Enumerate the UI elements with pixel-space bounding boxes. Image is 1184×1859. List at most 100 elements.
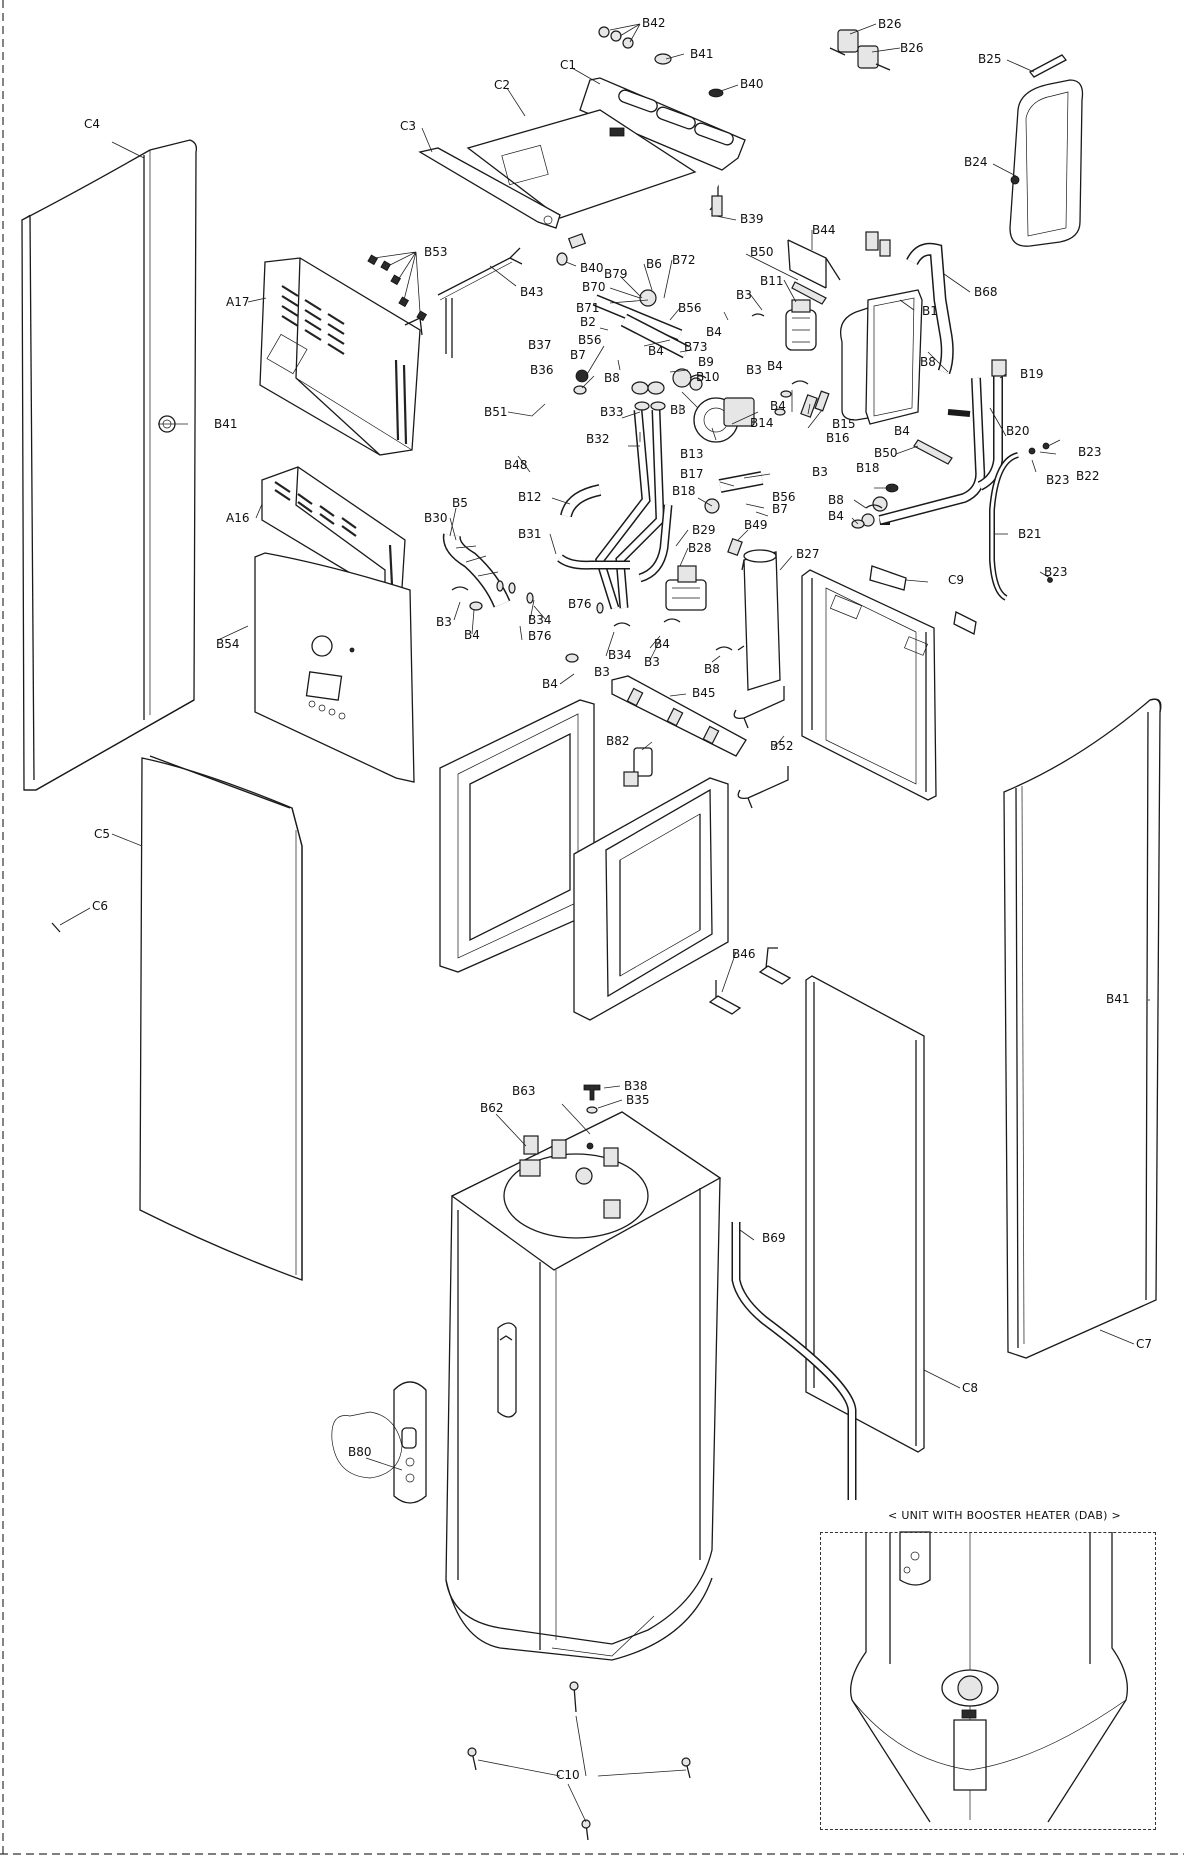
label-b3: B3 (644, 655, 660, 669)
label-c2: C2 (494, 78, 511, 92)
pipe-b31 (557, 554, 630, 570)
fitting-b17 (704, 471, 899, 527)
label-b4: B4 (894, 424, 910, 438)
label-a17: A17 (226, 295, 250, 309)
label-c10: C10 (556, 1768, 580, 1782)
label-b49: B49 (744, 518, 768, 532)
label-b3: B3 (436, 615, 452, 629)
label-b23: B23 (1044, 565, 1068, 579)
manifold-b45 (611, 675, 747, 757)
label-b53: B53 (424, 245, 448, 259)
label-b29: B29 (692, 523, 716, 537)
label-b56: B56 (678, 301, 702, 315)
label-b11: B11 (760, 274, 784, 288)
leader-lines (59, 23, 1150, 1823)
bracket-b43 (437, 247, 523, 358)
label-b20: B20 (1006, 424, 1030, 438)
label-b76: B76 (568, 597, 592, 611)
label-b4: B4 (542, 677, 558, 691)
label-b21: B21 (1018, 527, 1042, 541)
label-b71: B71 (576, 301, 600, 315)
label-b56: B56 (772, 490, 796, 504)
valve-assembly-center (573, 289, 703, 395)
label-b8: B8 (920, 355, 936, 369)
label-b30: B30 (424, 511, 448, 525)
label-b23: B23 (1046, 473, 1070, 487)
label-b17: B17 (680, 467, 704, 481)
label-b4: B4 (648, 344, 664, 358)
screw-c6 (51, 922, 61, 933)
label-b34: B34 (608, 648, 632, 662)
front-panel-b54 (254, 552, 415, 783)
label-b79: B79 (604, 267, 628, 281)
label-b23: B23 (1078, 445, 1102, 459)
inset-frame (820, 1532, 1156, 1830)
label-b19: B19 (1020, 367, 1044, 381)
label-b27: B27 (796, 547, 820, 561)
label-b1: B1 (922, 304, 938, 318)
label-b34: B34 (528, 613, 552, 627)
clips-b53 (367, 254, 428, 322)
tank-body (445, 1111, 722, 1661)
label-b6: B6 (646, 257, 662, 271)
expansion-vessel-b24 (1009, 79, 1084, 247)
label-b69: B69 (762, 1231, 786, 1245)
label-c6: C6 (92, 899, 109, 913)
side-panel-c4 (21, 139, 198, 791)
part-b41-top (654, 53, 672, 65)
clips-c9 (869, 565, 977, 635)
label-b38: B38 (624, 1079, 648, 1093)
inset-booster-heater (849, 1531, 1129, 1823)
frame-front (439, 699, 595, 973)
front-panel-c5 (139, 755, 303, 1281)
label-b3: B3 (594, 665, 610, 679)
label-b25: B25 (978, 52, 1002, 66)
label-c9: C9 (948, 573, 965, 587)
side-panel-c7 (1003, 698, 1162, 1359)
label-b82: B82 (606, 734, 630, 748)
label-b31: B31 (518, 527, 542, 541)
label-b41: B41 (214, 417, 238, 431)
cover-b80 (331, 1381, 427, 1504)
label-b52: B52 (770, 739, 794, 753)
label-b37: B37 (528, 338, 552, 352)
label-b54: B54 (216, 637, 240, 651)
plug-b38 (583, 1084, 601, 1101)
label-b36: B36 (530, 363, 554, 377)
label-a16: A16 (226, 511, 250, 525)
control-box-a17 (259, 257, 423, 456)
screws-c10 (467, 1681, 691, 1841)
label-b10: B10 (696, 370, 720, 384)
inset-caption: < UNIT WITH BOOSTER HEATER (DAB) > (888, 1509, 1122, 1522)
label-b50: B50 (750, 245, 774, 259)
brackets-b46 (708, 947, 792, 1015)
label-b4: B4 (464, 628, 480, 642)
pipe-b69 (731, 1222, 857, 1500)
label-b7: B7 (570, 348, 586, 362)
label-b41: B41 (690, 47, 714, 61)
label-b14: B14 (750, 416, 774, 430)
top-plate-c2 (466, 109, 697, 219)
top-plate-c1 (579, 77, 746, 171)
air-purge-b11 (785, 299, 817, 351)
label-b76: B76 (528, 629, 552, 643)
label-b4: B4 (828, 509, 844, 523)
label-c1: C1 (560, 58, 577, 72)
label-b2: B2 (580, 315, 596, 329)
pump-b13 (693, 397, 755, 443)
bracket-b25 (1029, 54, 1067, 78)
label-b35: B35 (626, 1093, 650, 1107)
label-b68: B68 (974, 285, 998, 299)
tube-b21 (989, 442, 1053, 601)
label-b46: B46 (732, 947, 756, 961)
label-b41: B41 (1106, 992, 1130, 1006)
label-b8: B8 (604, 371, 620, 385)
strip-b50-upper (791, 281, 827, 305)
label-b3: B3 (670, 403, 686, 417)
pipe-b68 (906, 242, 954, 375)
tank-top-fittings (519, 1135, 621, 1219)
label-b40: B40 (580, 261, 604, 275)
label-b45: B45 (692, 686, 716, 700)
label-b7: B7 (772, 502, 788, 516)
